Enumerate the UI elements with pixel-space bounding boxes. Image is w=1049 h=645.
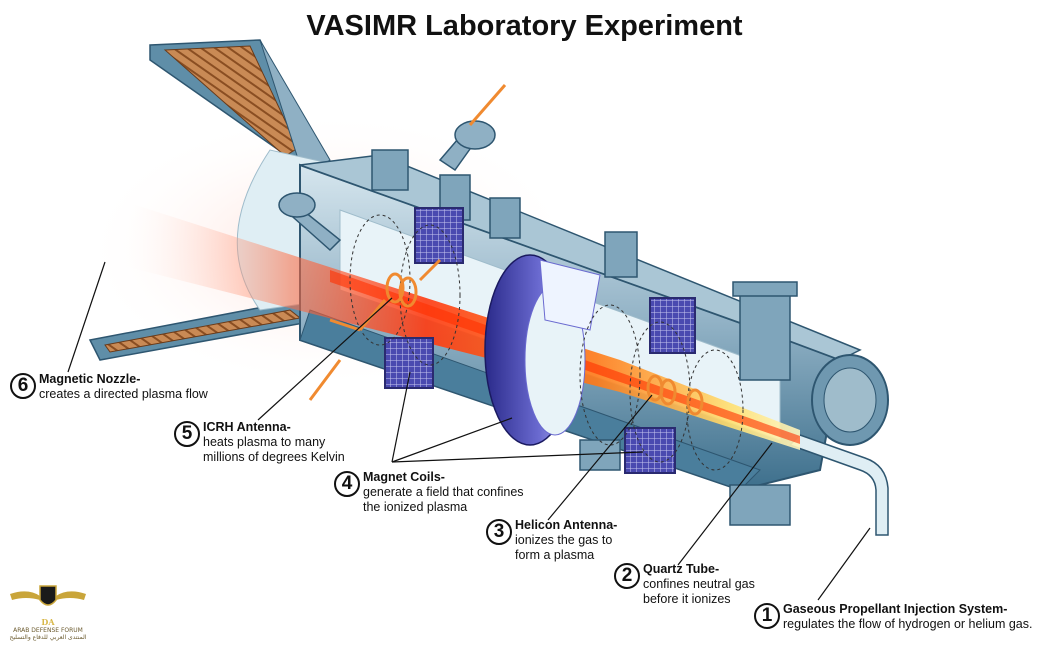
magnetic-nozzle-upper xyxy=(149,39,331,171)
callout-desc: the ionized plasma xyxy=(363,500,468,514)
callout-desc: ionizes the gas to xyxy=(515,533,613,547)
callout-magnet-coils: 4 Magnet Coils- generate a field that co… xyxy=(334,470,524,515)
callout-heading: Gaseous Propellant Injection System- xyxy=(783,602,1008,616)
callout-number: 4 xyxy=(334,471,360,497)
callout-desc: confines neutral gas xyxy=(643,577,755,591)
callout-number: 1 xyxy=(754,603,780,629)
magnetic-nozzle-lower xyxy=(88,299,322,361)
callout-number: 5 xyxy=(174,421,200,447)
callout-icrh-antenna: 5 ICRH Antenna- heats plasma to many mil… xyxy=(174,420,345,465)
callout-number: 6 xyxy=(10,373,36,399)
shield-wings-icon xyxy=(10,585,86,606)
callout-desc: generate a field that confines xyxy=(363,485,524,499)
callout-heading: Quartz Tube- xyxy=(643,562,720,576)
rf-feed-line xyxy=(468,84,507,126)
injection-end-flange xyxy=(811,354,889,446)
feedthrough-ports xyxy=(278,120,496,252)
callout-desc: heats plasma to many xyxy=(203,435,326,449)
logo-letters: DA xyxy=(41,617,55,627)
watermark-logo: DA ARAB DEFENSE FORUM المنتدى العربي للد… xyxy=(8,582,88,641)
callout-heading: Magnet Coils- xyxy=(363,470,445,484)
diagram-title: VASIMR Laboratory Experiment xyxy=(306,10,743,42)
callout-helicon-antenna: 3 Helicon Antenna- ionizes the gas to fo… xyxy=(486,518,617,563)
callout-magnetic-nozzle: 6 Magnetic Nozzle- creates a directed pl… xyxy=(10,372,208,402)
callout-desc: form a plasma xyxy=(515,548,595,562)
callout-desc: regulates the flow of hydrogen or helium… xyxy=(783,617,1033,631)
callout-number: 2 xyxy=(614,563,640,589)
callout-number: 3 xyxy=(486,519,512,545)
coil-grid-2 xyxy=(384,337,434,389)
coil-grid-1 xyxy=(414,207,464,264)
callout-heading: ICRH Antenna- xyxy=(203,420,291,434)
coil-grid-3 xyxy=(649,297,696,354)
callout-heading: Helicon Antenna- xyxy=(515,518,618,532)
helicon-antenna xyxy=(646,374,704,416)
callout-heading: Magnetic Nozzle- xyxy=(39,372,141,386)
logo-line-en: ARAB DEFENSE FORUM xyxy=(13,627,83,634)
callout-desc: millions of degrees Kelvin xyxy=(203,450,345,464)
logo-line-ar: المنتدى العربي للدفاع والتسليح xyxy=(9,634,87,641)
callout-desc: before it ionizes xyxy=(643,592,731,606)
leader-lines xyxy=(67,261,871,601)
callout-propellant-injection: 1 Gaseous Propellant Injection System- r… xyxy=(754,602,1032,632)
callout-quartz-tube: 2 Quartz Tube- confines neutral gas befo… xyxy=(614,562,755,607)
callout-desc: creates a directed plasma flow xyxy=(39,387,208,401)
propellant-feed-pipe xyxy=(788,434,889,536)
coil-grid-4 xyxy=(624,427,676,474)
magnet-coil-disk xyxy=(484,254,601,446)
